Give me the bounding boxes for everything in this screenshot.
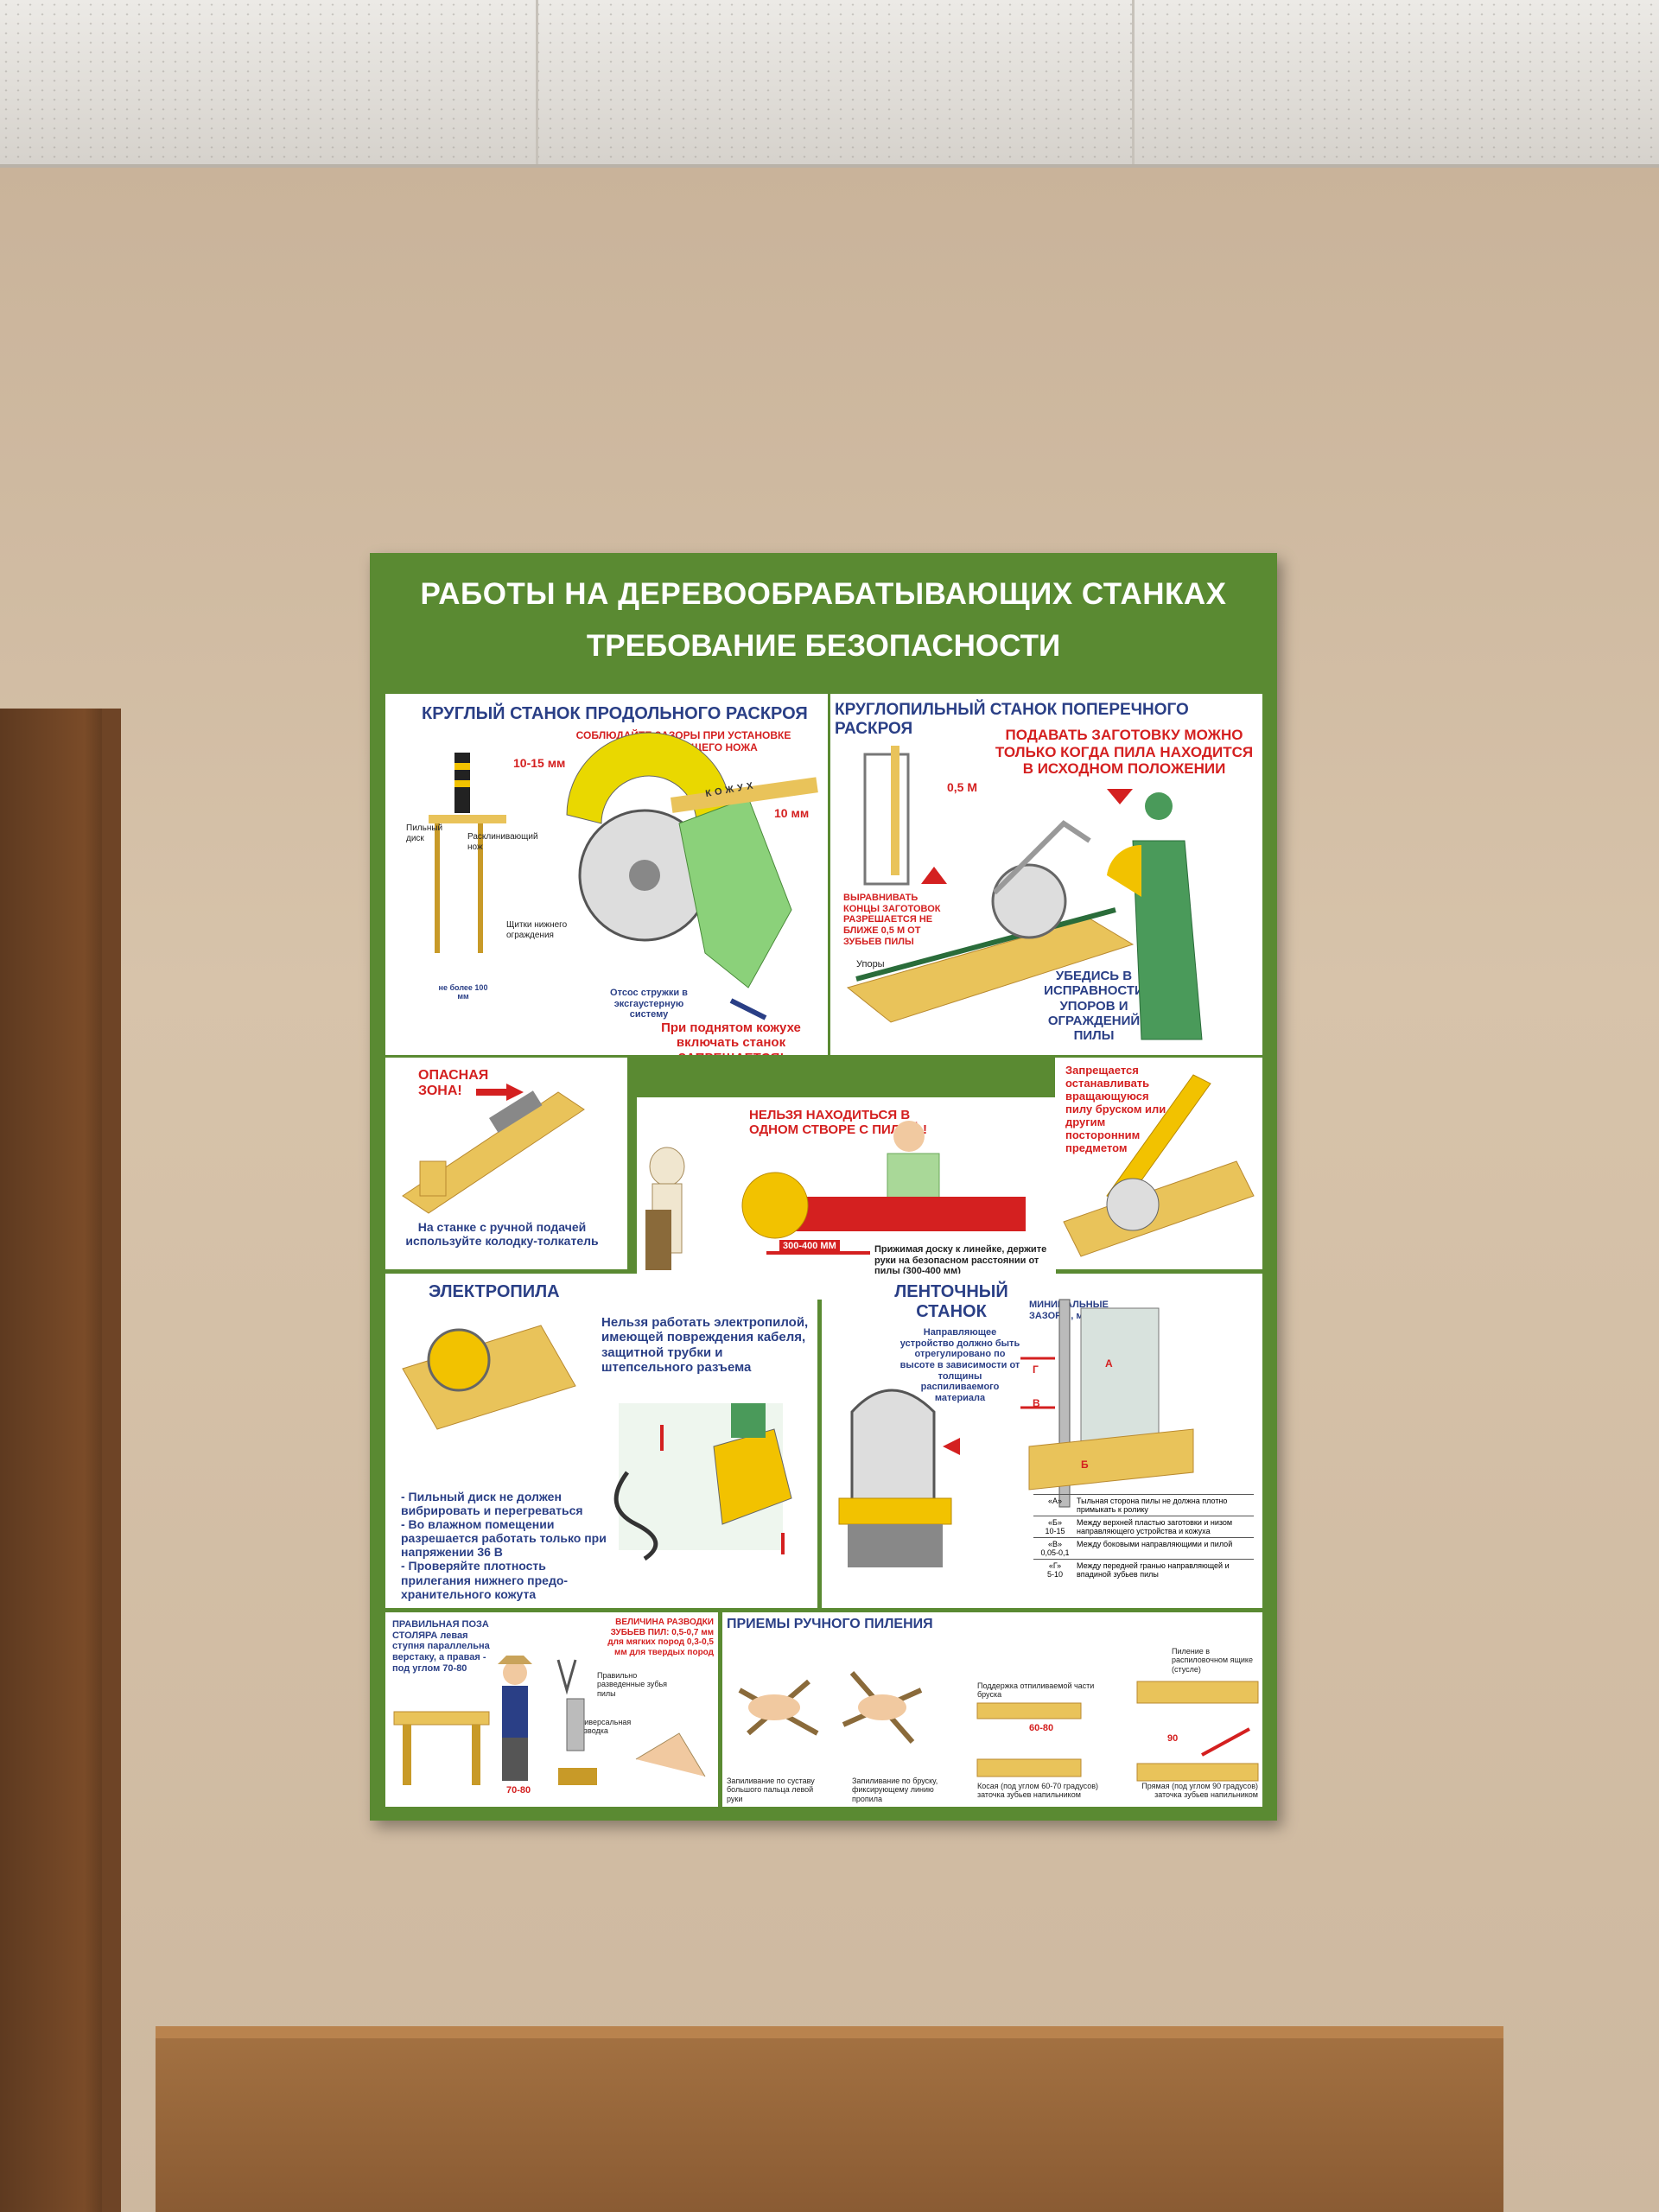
panel-heading: ЛЕНТОЧНЫЙ СТАНОК [894, 1282, 1008, 1321]
wooden-cabinet [0, 709, 121, 2212]
pusher-note: На станке с ручной подачей используйте к… [405, 1220, 599, 1249]
feed-note: ПОДАВАТЬ ЗАГОТОВКУ МОЖНО ТОЛЬКО КОГДА ПИ… [995, 727, 1254, 778]
knife-label: Расклинивающий нож [467, 832, 538, 852]
angle-label: 90 [1167, 1733, 1179, 1744]
caption: Прямая (под углом 90 градусов) заточка з… [1141, 1782, 1258, 1800]
ceiling-grid-line [536, 0, 538, 164]
stand-warning: НЕЛЬЗЯ НАХОДИТЬСЯ В ОДНОМ СТВОРЕ С ПИЛОЙ… [749, 1108, 927, 1138]
panel-heading: КРУГЛОПИЛЬНЫЙ СТАНОК ПОПЕРЕЧНОГО РАСКРОЯ [835, 701, 1189, 738]
panel-electric-saw: ЭЛЕКТРОПИЛА Нельзя работать электропилой… [385, 1274, 817, 1608]
stops-label: Упоры [856, 959, 885, 969]
pusher-illustration [402, 1084, 585, 1214]
suction-label: Отсос стружки в эксгаустерную систему [610, 988, 688, 1020]
gap-text: Между боковыми направляющими и пилой [1077, 1540, 1233, 1548]
gap-row: «В»0,05-0,1 Между боковыми направляющими… [1033, 1537, 1254, 1559]
correct-teeth-label: Правильно разведенные зубья пилы [597, 1671, 668, 1698]
max-gap-label: не более 100 мм [438, 983, 488, 1001]
caption: Запиливание по бруску, фиксирующему лини… [852, 1777, 938, 1803]
panel-band-saw: ЛЕНТОЧНЫЙ СТАНОК Направляющее устройство… [822, 1274, 1262, 1608]
gap-key: «А» [1047, 1497, 1062, 1505]
cover-warning: При поднятом кожухе включать станок ЗАПР… [661, 1020, 801, 1055]
gap-row: «Г»5-10 Между передней гранью направляющ… [1033, 1559, 1254, 1580]
panel-heading: ЭЛЕКТРОПИЛА [429, 1282, 560, 1301]
safety-poster: РАБОТЫ НА ДЕРЕВООБРАБАТЫВАЮЩИХ СТАНКАХ Т… [370, 553, 1277, 1821]
caption: Пиление в распиловочном ящике (стусле) [1172, 1647, 1253, 1674]
foot-angle-label: 70-80 [506, 1785, 531, 1796]
ceiling [0, 0, 1659, 168]
electric-saw-illustration [402, 1325, 792, 1561]
angle-label: 60-80 [1029, 1723, 1054, 1733]
wooden-table [156, 2026, 1503, 2212]
gap-mark-a: А [1105, 1357, 1113, 1370]
gap-table: «А» Тыльная сторона пилы не должна плотн… [1033, 1494, 1254, 1580]
forbid-note: Запрещается останавливать вращающуюся пи… [1065, 1064, 1166, 1154]
gap-key: «Г» [1048, 1561, 1062, 1570]
gap-value: 5-10 [1046, 1570, 1063, 1579]
disk-label: Пильный диск [406, 823, 443, 843]
shields-label: Щитки нижнего ограждения [506, 920, 568, 940]
gap-text: Между передней гранью направляющей и впа… [1077, 1561, 1230, 1579]
gap-value: 10-15 [1045, 1527, 1065, 1535]
panel-heading: КРУГЛЫЙ СТАНОК ПРОДОЛЬНОГО РАСКРОЯ [422, 704, 808, 723]
teeth-spread-note: ВЕЛИЧИНА РАЗВОДКИ ЗУБЬЕВ ПИЛ: 0,5-0,7 мм… [607, 1618, 714, 1657]
panel-hand-sawing: ПРИЕМЫ РУЧНОГО ПИЛЕНИЯ Запиливание по су… [722, 1612, 1262, 1807]
posture-illustration [393, 1656, 706, 1785]
caption: Косая (под углом 60-70 градусов) заточка… [977, 1782, 1099, 1800]
panel-posture: ПРАВИЛЬНАЯ ПОЗА СТОЛЯРА левая ступня пар… [385, 1612, 718, 1807]
poster-title: РАБОТЫ НА ДЕРЕВООБРАБАТЫВАЮЩИХ СТАНКАХ [420, 577, 1227, 611]
gap-key: «Б» [1048, 1518, 1062, 1527]
universal-spread-label: Универсальная разводка [575, 1718, 632, 1736]
electric-saw-rules: - Пильный диск не должен вибрировать и п… [401, 1490, 607, 1601]
dimension-label: 10 мм [774, 806, 810, 820]
panel-pusher: ОПАСНАЯ ЗОНА! На станке с ручной подачей… [385, 1058, 627, 1269]
cable-note: Нельзя работать электропилой, имеющей по… [601, 1315, 809, 1375]
gap-mark-v: В [1033, 1397, 1040, 1409]
align-note: ВЫРАВНИВАТЬ КОНЦЫ ЗАГОТОВОК РАЗРЕШАЕТСЯ … [843, 893, 941, 947]
stop-saw-illustration [1063, 1074, 1255, 1257]
gap-row: «Б»10-15 Между верхней пластью заготовки… [1033, 1516, 1254, 1537]
caption: Поддержка отпиливаемой части бруска [977, 1681, 1095, 1700]
poster-subtitle: ТРЕБОВАНИЕ БЕЗОПАСНОСТИ [586, 629, 1061, 663]
hand-sawing-illustration [738, 1671, 1259, 1782]
distance-label: 300-400 ММ [779, 1240, 840, 1253]
hands-note: Прижимая доску к линейке, держите руки н… [874, 1244, 1047, 1277]
crosscut-saw-illustration [846, 746, 1203, 1040]
posture-note: ПРАВИЛЬНАЯ ПОЗА СТОЛЯРА левая ступня пар… [392, 1619, 490, 1674]
gap-value: 0,05-0,1 [1040, 1548, 1070, 1557]
band-saw-illustration [838, 1299, 1194, 1567]
danger-zone-label: ОПАСНАЯ ЗОНА! [418, 1068, 489, 1099]
rip-saw-illustration [429, 732, 818, 1020]
panel-stop-saw: Запрещается останавливать вращающуюся пи… [1055, 1058, 1262, 1269]
panel-heading: ПРИЕМЫ РУЧНОГО ПИЛЕНИЯ [727, 1617, 933, 1631]
panel-crosscut-saw: КРУГЛОПИЛЬНЫЙ СТАНОК ПОПЕРЕЧНОГО РАСКРОЯ… [830, 694, 1262, 1055]
gap-text: Тыльная сторона пилы не должна плотно пр… [1077, 1497, 1228, 1514]
check-note: УБЕДИСЬ В ИСПРАВНОСТИ УПОРОВ И ОГРАЖДЕНИ… [1044, 969, 1144, 1043]
panel-rip-saw: КРУГЛЫЙ СТАНОК ПРОДОЛЬНОГО РАСКРОЯ СОБЛЮ… [385, 694, 828, 1055]
dimension-label: 10-15 мм [513, 756, 566, 770]
distance-label: 0,5 М [947, 780, 978, 794]
gap-row: «А» Тыльная сторона пилы не должна плотн… [1033, 1494, 1254, 1516]
caption: Запиливание по суставу большого пальца л… [727, 1777, 815, 1803]
gap-text: Между верхней пластью заготовки и низом … [1077, 1518, 1233, 1535]
ceiling-grid-line [1132, 0, 1135, 164]
guide-note: Направляющее устройство должно быть отре… [899, 1327, 1020, 1403]
gap-mark-b: Б [1081, 1459, 1089, 1471]
gap-key: «В» [1047, 1540, 1062, 1548]
gap-mark-g: Г [1033, 1363, 1039, 1376]
stand-aside-illustration [645, 1121, 1026, 1270]
